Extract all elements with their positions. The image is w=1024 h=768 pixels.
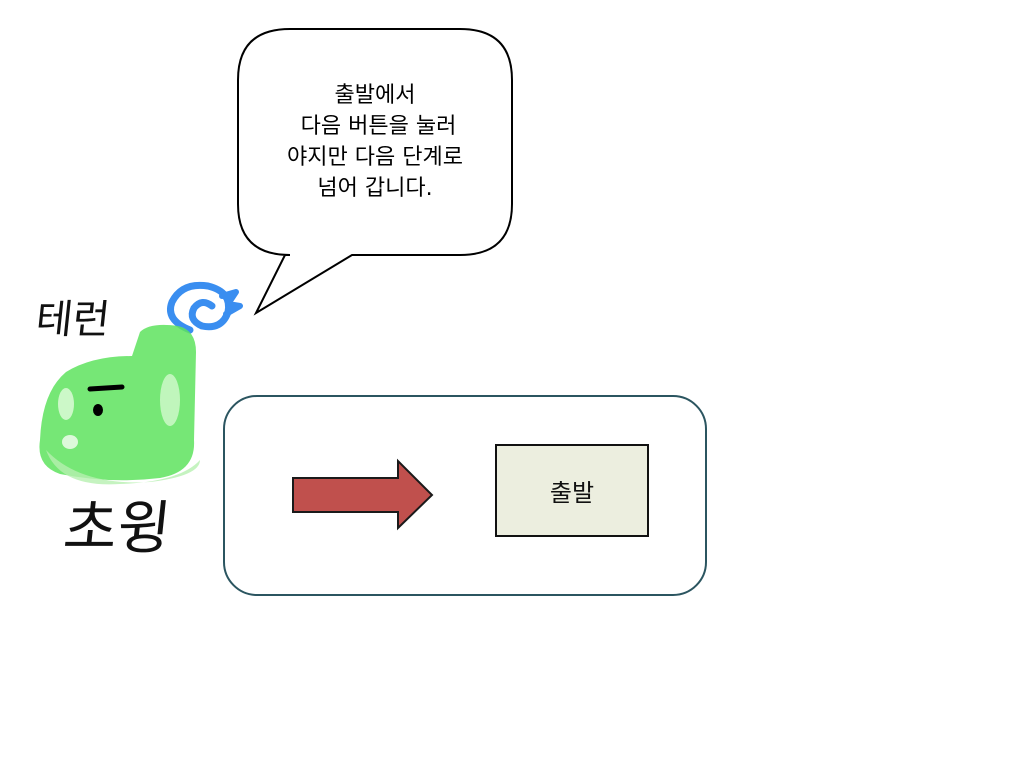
speech-line-1: 출발에서: [334, 83, 416, 108]
character-name-top: 테런: [33, 297, 113, 343]
character-name-bottom: 초윙: [60, 494, 175, 562]
speech-line-3: 야지만 다음 단계로: [287, 145, 463, 170]
blue-swirl-icon: [167, 281, 233, 334]
start-button-label: 출발: [549, 479, 595, 507]
speech-line-4: 넘어 갑니다.: [317, 176, 433, 201]
right-arrow-icon: [292, 458, 434, 531]
green-slime-body: [39, 324, 196, 481]
start-button[interactable]: 출발: [495, 444, 649, 537]
speech-bubble-text: 출발에서 다음 버튼을 눌러 야지만 다음 단계로 넘어 갑니다.: [240, 80, 510, 204]
speech-line-2: 다음 버튼을 눌러: [293, 114, 457, 139]
